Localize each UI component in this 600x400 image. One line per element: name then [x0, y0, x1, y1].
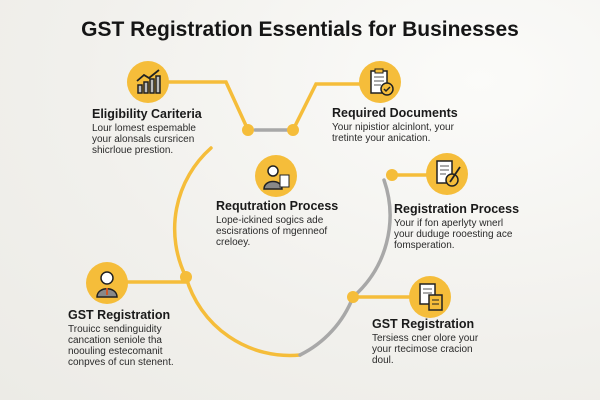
person-avatar-icon: [86, 262, 128, 304]
step-description: Your if fon aperlyty wnerl your duduge r…: [394, 218, 513, 251]
step-gst-registration-left: GST Registration Trouicc sendinguidity c…: [68, 308, 174, 368]
connector-dot: [386, 169, 398, 181]
document-pen-icon: [426, 153, 468, 195]
clipboard-check-icon: [359, 61, 401, 103]
step-required-documents: Required Documents Your nipistior alcinl…: [332, 106, 458, 144]
page-title: GST Registration Essentials for Business…: [81, 18, 519, 41]
step-description: Tersiess cner olore your your rtecimose …: [372, 333, 479, 366]
businessman-document-icon: [255, 155, 297, 197]
step-heading: Eligibility Cariteria: [92, 107, 202, 121]
step-heading: Required Documents: [332, 106, 458, 120]
step-requtration-process: Requtration Process Lope-ickined sogics …: [216, 199, 338, 248]
step-heading: Registration Process: [394, 202, 520, 216]
step-gst-registration-right: GST Registration Tersiess cner olore you…: [372, 317, 478, 366]
step-description: Lour lomest espemable your alonsals curs…: [92, 123, 196, 156]
connector-dot: [347, 291, 359, 303]
step-description: Trouicc sendinguidity cancation seniole …: [68, 324, 174, 368]
step-heading: Requtration Process: [216, 199, 339, 213]
step-description: Your nipistior alcinlont, your tretinte …: [332, 122, 454, 144]
connector-dot: [180, 271, 192, 283]
step-eligibility: Eligibility Cariteria Lour lomest espema…: [92, 107, 202, 156]
growth-chart-icon: [127, 61, 169, 103]
connector-dot: [287, 124, 299, 136]
stacked-documents-icon: [409, 276, 451, 318]
step-description: Lope-ickined sogics ade escisrations of …: [216, 215, 328, 248]
connector-dot: [242, 124, 254, 136]
step-registration-process: Registration Process Your if fon aperlyt…: [394, 202, 519, 251]
step-heading: GST Registration: [372, 317, 475, 331]
step-heading: GST Registration: [68, 308, 171, 322]
